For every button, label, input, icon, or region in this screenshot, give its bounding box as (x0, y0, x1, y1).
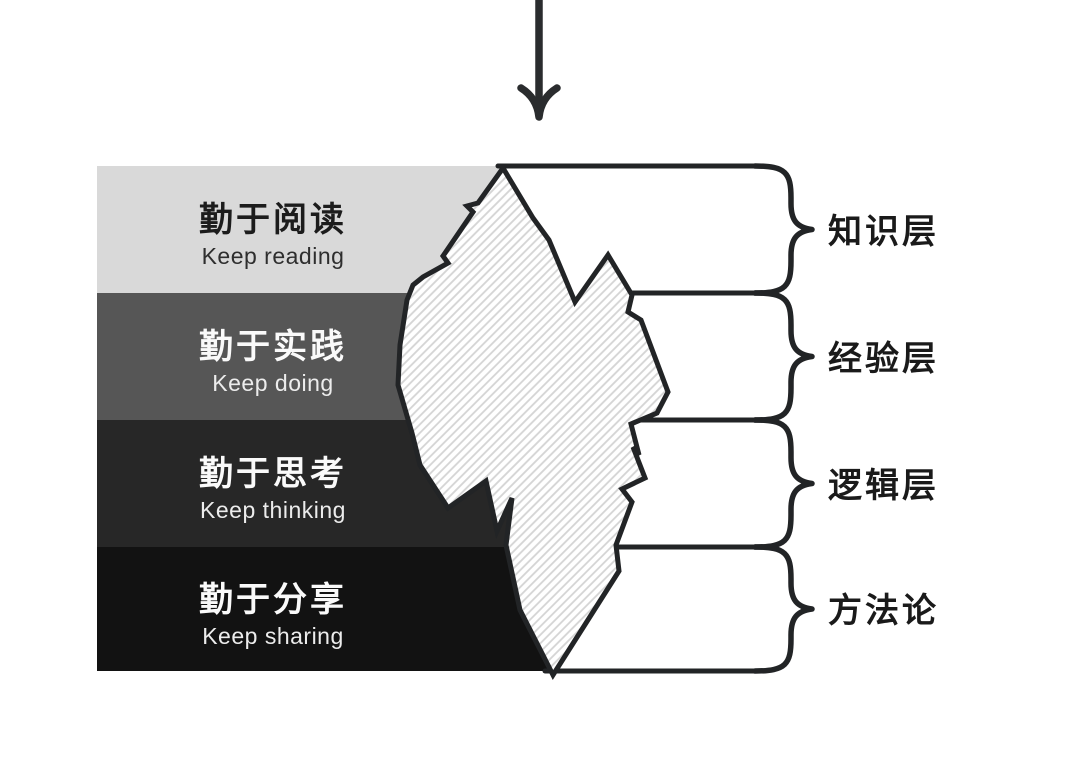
category-label-methodology: 方法论 (828, 592, 939, 630)
curly-brace-icon (752, 417, 815, 550)
curly-brace-icon (752, 544, 815, 674)
category-label-experience: 经验层 (828, 340, 939, 378)
down-arrow-icon (517, 0, 561, 121)
curly-brace-icon (752, 290, 815, 423)
down-arrow-head (517, 84, 561, 121)
torn-edge-shape (395, 163, 671, 681)
category-label-logic: 逻辑层 (828, 467, 939, 505)
curly-brace-icon (752, 163, 815, 296)
category-label-knowledge: 知识层 (828, 213, 939, 251)
